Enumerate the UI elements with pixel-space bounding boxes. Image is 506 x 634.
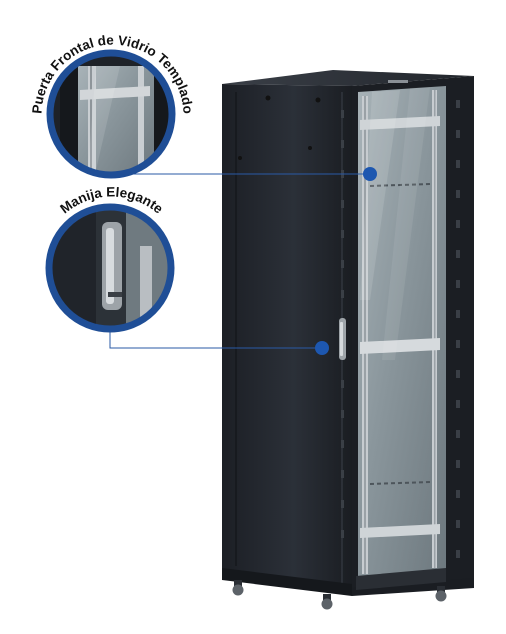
- callout-connector-glass: [110, 167, 377, 181]
- cabinet-top: [222, 70, 474, 86]
- tempered-glass-door: [358, 86, 446, 580]
- callout-dot-glass: [363, 167, 377, 181]
- callout-ring-handle: [45, 203, 175, 333]
- interior-mounting-rails: [362, 90, 437, 574]
- callout-connector-handle: [109, 328, 329, 355]
- server-rack-cabinet: [222, 70, 474, 610]
- interior-shelves: [360, 116, 440, 538]
- callout-ring-glass: [46, 49, 176, 179]
- perforated-side-strips: [341, 100, 460, 558]
- callout-handle: Manija Elegante: [45, 184, 175, 333]
- cabinet-side-panel: [222, 84, 352, 588]
- callout-glass-door: Puerta Frontal de Vidrio Templado: [29, 32, 196, 179]
- cabinet-base: [222, 568, 352, 596]
- callout-dot-handle: [315, 341, 329, 355]
- casters: [232, 580, 447, 610]
